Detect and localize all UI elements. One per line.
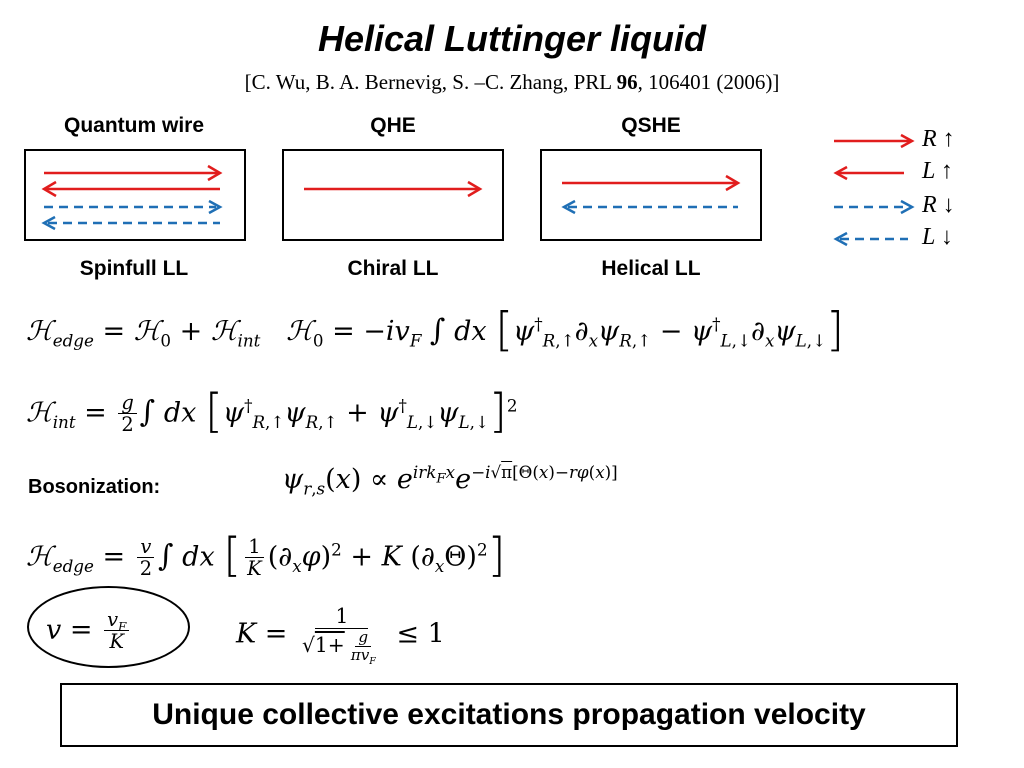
citation-pages: , 106401 (2006)] xyxy=(637,70,780,94)
legend-arrow-r-down xyxy=(834,199,915,215)
legend-label-r-down: R ↓ xyxy=(922,192,955,218)
arrow-r-up xyxy=(304,180,483,198)
arrow-l-up xyxy=(41,180,220,198)
legend: R ↑ L ↑ R ↓ L ↓ xyxy=(832,124,1012,254)
panel-sublabel-spinfull: Spinfull LL xyxy=(79,257,189,280)
panel-label-qhe: QHE xyxy=(370,114,416,137)
panel-sublabel-helical: Helical LL xyxy=(601,257,701,280)
arrow-l-down xyxy=(41,215,220,231)
legend-arrows xyxy=(833,133,915,247)
citation-authors: [C. Wu, B. A. Bernevig, S. –C. Zhang, PR… xyxy=(244,70,617,94)
qhe-arrows xyxy=(304,180,483,198)
slide-title: Helical Luttinger liquid xyxy=(317,18,707,59)
legend-arrow-l-up xyxy=(833,165,904,181)
panel-sublabel-chiral: Chiral LL xyxy=(347,257,439,280)
arrow-l-down xyxy=(561,199,738,215)
panel-qshe xyxy=(540,149,762,241)
panel-qhe xyxy=(282,149,504,241)
citation-volume: 96 xyxy=(616,70,638,94)
summary-box: Unique collective excitations propagatio… xyxy=(60,683,958,747)
panel-label-quantum-wire: Quantum wire xyxy=(63,114,205,137)
bosonization-label: Bosonization: xyxy=(28,476,161,498)
legend-arrow-r-up xyxy=(834,133,915,149)
qshe-arrows xyxy=(561,174,741,215)
legend-label-l-up: L ↑ xyxy=(922,158,953,184)
equation-bosonization: ψr,s(x) ∝ eirkFxe−i√π[Θ(x)−rφ(x)] xyxy=(282,462,618,499)
panel-label-qshe: QSHE xyxy=(621,114,681,137)
legend-label-r-up: R ↑ xyxy=(922,126,955,152)
citation: [C. Wu, B. A. Bernevig, S. –C. Zhang, PR… xyxy=(0,70,1024,95)
legend-label-l-down: L ↓ xyxy=(922,224,953,250)
legend-arrow-l-down xyxy=(833,231,908,247)
quantum-wire-arrows xyxy=(41,164,223,231)
arrow-r-up xyxy=(44,164,223,182)
equation-h-edge: ℋedge = ℋ0 + ℋint ℋ0 = −ivF ∫ dx [ψ†R,↑∂… xyxy=(26,302,844,357)
summary-text: Unique collective excitations propagatio… xyxy=(152,698,866,731)
velocity-highlight-ellipse xyxy=(27,586,190,668)
panel-quantum-wire xyxy=(24,149,246,241)
arrow-r-down xyxy=(44,199,223,215)
arrow-r-up xyxy=(562,174,741,192)
